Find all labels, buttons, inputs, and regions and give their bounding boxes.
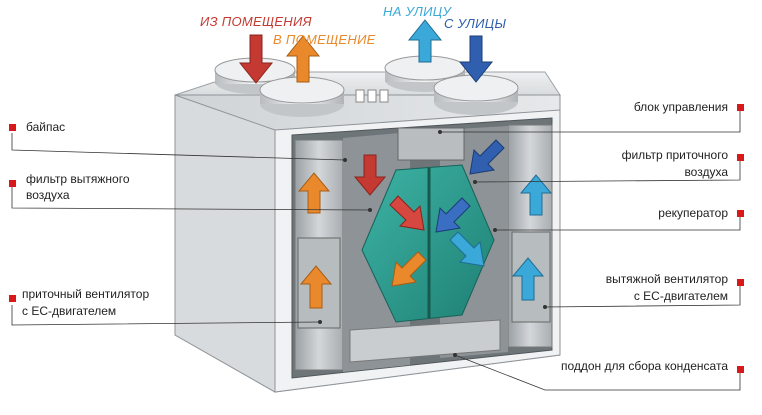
outdoor-diag-arrow bbox=[469, 139, 505, 175]
duct-2 bbox=[259, 76, 345, 117]
exhaust-filter-marker bbox=[9, 180, 16, 187]
control-unit-box bbox=[397, 127, 465, 161]
dot-exhaust-filter bbox=[368, 208, 372, 212]
control-unit-marker bbox=[737, 104, 744, 111]
leader-lines bbox=[11, 110, 741, 391]
from-room-top-arrow bbox=[238, 34, 274, 84]
from-street-top-arrow bbox=[458, 35, 494, 83]
supply-fan-marker bbox=[9, 295, 16, 302]
recuperator-label: рекуператор bbox=[658, 206, 728, 220]
dot-exhaust-fan bbox=[543, 305, 547, 309]
exhaust-diag-arrow bbox=[389, 195, 425, 231]
exhaust-up-arrow bbox=[519, 174, 553, 216]
supply-fan-label-2: с EC-двигателем bbox=[22, 304, 117, 318]
dot-condensate bbox=[453, 353, 457, 357]
leader-condensate bbox=[454, 354, 741, 391]
to-room-title: В ПОМЕЩЕНИЕ bbox=[273, 32, 376, 47]
exhaust-down-arrow bbox=[353, 154, 387, 196]
leader-bypass bbox=[11, 133, 346, 161]
exhaust-fan-label-1: вытяжной вентилятор bbox=[605, 272, 728, 286]
dot-supply-filter bbox=[473, 180, 477, 184]
leader-supply-filter bbox=[474, 160, 741, 183]
recuperator-marker bbox=[737, 210, 744, 217]
connector-plugs bbox=[355, 89, 389, 103]
leader-control-unit bbox=[440, 110, 741, 133]
dot-supply-fan bbox=[318, 320, 322, 324]
leader-recuperator bbox=[495, 216, 741, 231]
condensate-tray-label: поддон для сбора конденсата bbox=[560, 359, 728, 373]
exhaust-out-diag-arrow bbox=[449, 231, 485, 267]
duct-4 bbox=[433, 74, 519, 115]
dot-control-unit bbox=[438, 130, 442, 134]
supply-filter-label-2: воздуха bbox=[684, 165, 728, 179]
exhaust-fan-label-2: с EC-двигателем bbox=[633, 289, 728, 303]
supply-filter-label-1: фильтр приточного bbox=[621, 148, 728, 162]
supply-diag-arrow bbox=[391, 251, 427, 287]
to-street-top-arrow bbox=[407, 19, 443, 63]
bypass-marker bbox=[9, 124, 16, 131]
supply-filter-marker bbox=[737, 154, 744, 161]
from-room-title: ИЗ ПОМЕЩЕНИЯ bbox=[200, 14, 312, 29]
leader-exhaust-filter bbox=[11, 187, 371, 211]
dot-bypass bbox=[343, 158, 347, 162]
condensate-tray bbox=[349, 319, 501, 363]
outdoor-mid-arrow bbox=[435, 197, 471, 233]
supply-fan-up-arrow bbox=[299, 265, 333, 309]
leader-dots bbox=[318, 130, 547, 357]
exhaust-fan-up-arrow bbox=[511, 257, 545, 301]
supply-fan-label-1: приточный вентилятор bbox=[22, 287, 150, 301]
control-unit-label: блок управления bbox=[633, 100, 728, 114]
to-room-top-arrow bbox=[285, 35, 321, 83]
leader-supply-fan bbox=[11, 305, 321, 326]
exhaust-fan-marker bbox=[737, 279, 744, 286]
leader-exhaust-fan bbox=[544, 285, 741, 308]
exhaust-filter-label-2: воздуха bbox=[26, 188, 70, 202]
bypass-label: байпас bbox=[26, 120, 66, 134]
to-street-title: НА УЛИЦУ bbox=[383, 4, 452, 19]
from-street-title: С УЛИЦЫ bbox=[444, 16, 507, 31]
condensate-marker bbox=[737, 366, 744, 373]
dot-recuperator bbox=[493, 228, 497, 232]
exhaust-filter-label-1: фильтр вытяжного bbox=[26, 172, 130, 186]
